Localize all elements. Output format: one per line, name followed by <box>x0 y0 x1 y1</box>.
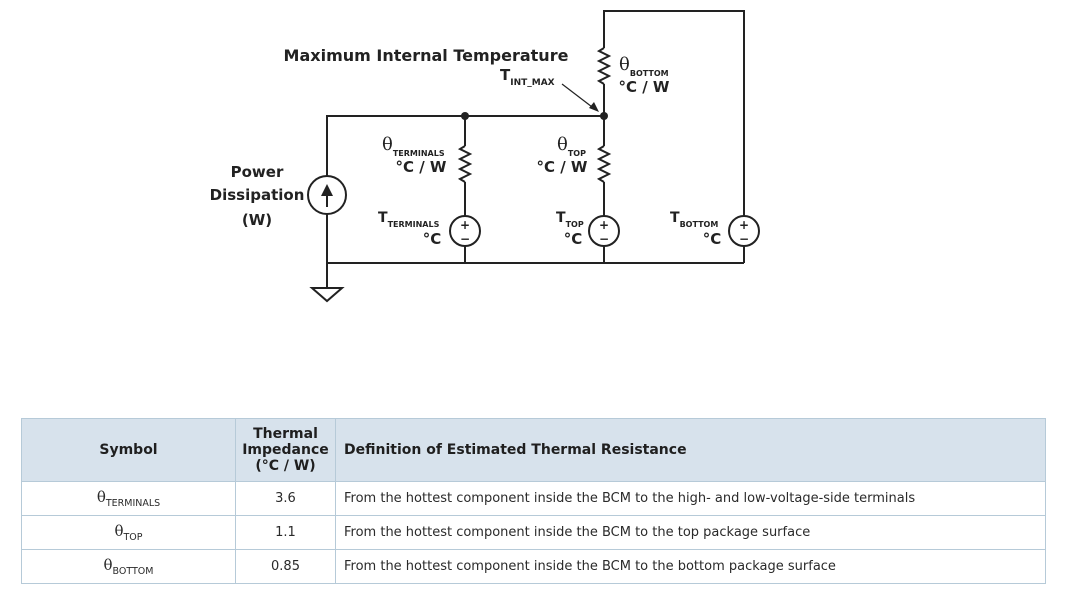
impedance-cell: 0.85 <box>235 549 336 584</box>
minus-sign: − <box>739 232 749 246</box>
wire-bottom-loop <box>603 10 745 216</box>
t-top-label: TTOP <box>556 210 584 229</box>
header-symbol: Symbol <box>21 418 236 482</box>
junction-dot-node <box>600 112 608 120</box>
symbol-cell: θBOTTOM <box>21 549 236 584</box>
symbol-cell: θTERMINALS <box>21 481 236 516</box>
theta-top-unit: °C / W <box>537 158 588 176</box>
current-source-arrow-head <box>321 184 333 196</box>
header-definition: Definition of Estimated Thermal Resistan… <box>335 418 1046 482</box>
t-terminals-label: TTERMINALS <box>378 210 440 229</box>
resistor-theta-bottom <box>596 47 612 85</box>
impedance-cell: 3.6 <box>235 481 336 516</box>
theta-terminals-unit: °C / W <box>396 158 447 176</box>
plus-sign: + <box>739 218 749 232</box>
theta-terminals-label: θTERMINALS <box>382 134 445 158</box>
minus-sign: − <box>599 232 609 246</box>
tint-max-label: TINT_MAX <box>500 66 555 88</box>
t-top-unit: °C <box>564 230 583 248</box>
theta-bottom-label: θBOTTOM <box>619 54 669 78</box>
source-label-line1: Power <box>231 163 284 181</box>
table-header-row: Symbol Thermal Impedance (°C / W) Defini… <box>21 418 1046 482</box>
thermal-resistance-table-container: Symbol Thermal Impedance (°C / W) Defini… <box>21 418 1046 584</box>
junction-dot-terminals <box>461 112 469 120</box>
source-label-line2: Dissipation <box>210 186 305 204</box>
impedance-cell: 1.1 <box>235 515 336 550</box>
symbol-cell: θTOP <box>21 515 236 550</box>
voltage-source-bottom <box>728 215 760 247</box>
tint-max-pointer <box>561 83 597 111</box>
definition-cell: From the hottest component inside the BC… <box>335 549 1046 584</box>
wire-left-loop <box>326 115 604 180</box>
source-label-line3: (W) <box>242 211 272 229</box>
voltage-source-top <box>588 215 620 247</box>
theta-top-label: θTOP <box>557 134 586 158</box>
t-bottom-label: TBOTTOM <box>670 210 718 229</box>
plus-sign: + <box>599 218 609 232</box>
table-row: θTOP 1.1 From the hottest component insi… <box>21 515 1046 550</box>
plus-sign: + <box>460 218 470 232</box>
thermal-resistance-table: Symbol Thermal Impedance (°C / W) Defini… <box>21 418 1046 584</box>
resistor-theta-top <box>596 145 612 183</box>
ground-symbol <box>309 287 345 303</box>
t-bottom-unit: °C <box>703 230 722 248</box>
voltage-source-terminals <box>449 215 481 247</box>
definition-cell: From the hottest component inside the BC… <box>335 481 1046 516</box>
tint-max-pointer-head <box>589 102 599 112</box>
definition-cell: From the hottest component inside the BC… <box>335 515 1046 550</box>
thermal-circuit-diagram: + − + − + − Maximum Internal Temperature… <box>210 10 760 303</box>
resistor-theta-terminals <box>457 145 473 183</box>
table-row: θTERMINALS 3.6 From the hottest componen… <box>21 481 1046 516</box>
diagram-title: Maximum Internal Temperature <box>284 46 569 65</box>
minus-sign: − <box>460 232 470 246</box>
header-impedance: Thermal Impedance (°C / W) <box>235 418 336 482</box>
t-terminals-unit: °C <box>423 230 442 248</box>
table-row: θBOTTOM 0.85 From the hottest component … <box>21 549 1046 584</box>
theta-bottom-unit: °C / W <box>619 78 670 96</box>
